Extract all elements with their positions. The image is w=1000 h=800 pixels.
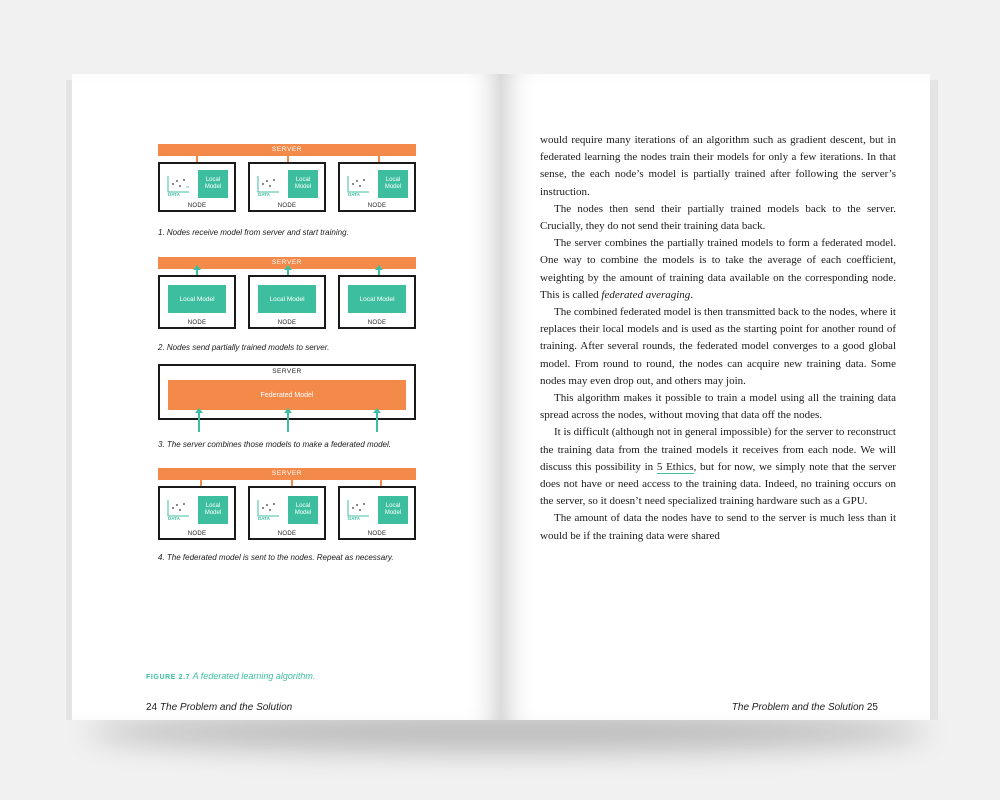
node: DATA Local Model NODE [248, 486, 326, 540]
federated-model: Federated Model [168, 380, 406, 410]
paragraph: This algorithm makes it possible to trai… [540, 392, 896, 422]
left-page: SERVER DATA Local Model NODE DATA Local … [72, 74, 502, 720]
stage-caption: 2. Nodes send partially trained models t… [158, 343, 330, 352]
node-label: NODE [367, 203, 387, 209]
node: Local Model NODE [158, 275, 236, 329]
paragraph: The amount of data the nodes have to sen… [540, 512, 896, 542]
paragraph-text: . [690, 288, 694, 301]
right-page: would require many iterations of an algo… [500, 74, 930, 720]
node-label: NODE [277, 531, 297, 537]
stage-caption: 3. The server combines those models to m… [158, 440, 392, 449]
page-number: 25 [866, 702, 878, 713]
running-head: The Problem and the Solution [159, 702, 293, 713]
left-page-edge [66, 80, 76, 720]
node-label: NODE [187, 531, 207, 537]
arrow-up-icon [193, 265, 201, 277]
data-chart-icon [257, 500, 279, 517]
data-label: DATA [258, 516, 270, 521]
server-bar: SERVER [158, 144, 416, 156]
node-label: NODE [277, 320, 297, 326]
node: DATA Local Model NODE [248, 162, 326, 212]
node: Local Model NODE [338, 275, 416, 329]
paragraph: It is difficult (although not in general… [540, 424, 896, 510]
left-folio: 24 The Problem and the Solution [146, 702, 292, 713]
paragraph: The nodes then send their partially trai… [540, 202, 896, 233]
data-label: DATA [348, 192, 360, 197]
node-label: NODE [277, 203, 297, 209]
right-folio: The Problem and the Solution 25 [732, 702, 878, 713]
node-label: NODE [187, 320, 207, 326]
data-label: DATA [168, 516, 180, 521]
node-label: NODE [367, 320, 387, 326]
figure-caption: FIGURE 2.7 A federated learning algorith… [146, 671, 315, 681]
data-chart-icon [347, 176, 369, 193]
node-label: NODE [187, 203, 207, 209]
paragraph: The server combines the partially traine… [540, 235, 896, 304]
page-number: 24 [146, 702, 158, 713]
local-model: Local Model [198, 170, 228, 198]
local-model: Local Model [378, 170, 408, 198]
paragraph: would require many iterations of an algo… [540, 134, 896, 198]
arrow-up-icon [373, 408, 381, 432]
paragraph-text: The server combines the partially traine… [540, 237, 896, 301]
local-model: Local Model [168, 285, 226, 313]
node: DATA Local Model NODE [158, 486, 236, 540]
local-model: Local Model [378, 496, 408, 524]
node: DATA Local Model NODE [158, 162, 236, 212]
data-chart-icon [167, 176, 189, 193]
chapter-link[interactable]: 5 Ethics [656, 460, 694, 474]
body-text: would require many iterations of an algo… [540, 132, 896, 545]
node: Local Model NODE [248, 275, 326, 329]
arrow-up-icon [284, 265, 292, 277]
arrow-up-icon [375, 265, 383, 277]
server-label: SERVER [272, 368, 302, 375]
figure-number: FIGURE 2.7 [146, 674, 191, 681]
node-label: NODE [367, 531, 387, 537]
stage-caption: 1. Nodes receive model from server and s… [158, 228, 349, 237]
emphasis-term: federated averaging [601, 288, 691, 301]
local-model: Local Model [288, 496, 318, 524]
data-chart-icon [257, 176, 279, 193]
arrow-up-icon [284, 408, 292, 432]
local-model: Local Model [258, 285, 316, 313]
figure-title: A federated learning algorithm. [192, 671, 316, 681]
node: DATA Local Model NODE [338, 486, 416, 540]
stage-caption: 4. The federated model is sent to the no… [158, 553, 394, 562]
node: DATA Local Model NODE [338, 162, 416, 212]
paragraph-text: , but for now, we simply note that the s… [540, 460, 896, 508]
data-label: DATA [348, 516, 360, 521]
data-chart-icon [347, 500, 369, 517]
paragraph-text: It is difficult (although not in general… [540, 426, 896, 473]
data-chart-icon [167, 500, 189, 517]
local-model: Local Model [288, 170, 318, 198]
running-head: The Problem and the Solution [731, 702, 865, 713]
server-bar: SERVER [158, 257, 416, 269]
server-bar: SERVER [158, 468, 416, 480]
arrow-up-icon [195, 408, 203, 432]
paragraph: The combined federated model is then tra… [540, 306, 896, 387]
data-label: DATA [258, 192, 270, 197]
local-model: Local Model [198, 496, 228, 524]
data-label: DATA [168, 192, 180, 197]
local-model: Local Model [348, 285, 406, 313]
